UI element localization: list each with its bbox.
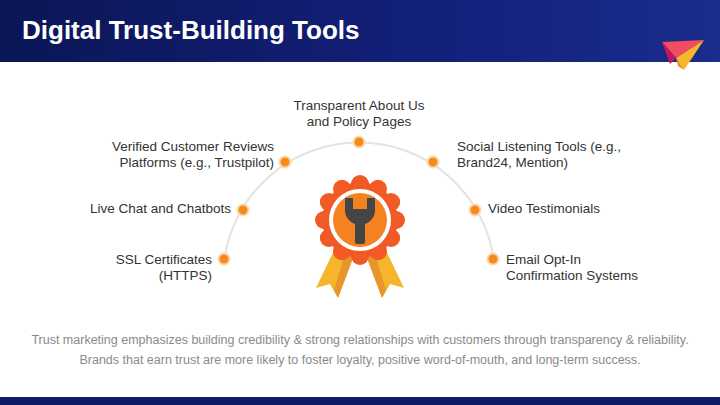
tool-label: Live Chat and Chatbots	[31, 201, 231, 217]
wrench-icon	[345, 198, 375, 244]
tool-label: SSL Certificates (HTTPS)	[72, 252, 212, 284]
caption-text: Trust marketing emphasizes building cred…	[15, 330, 705, 370]
tool-label: Email Opt-In Confirmation Systems	[506, 252, 656, 284]
tool-label: Social Listening Tools (e.g., Brand24, M…	[457, 139, 657, 171]
badge	[315, 175, 405, 265]
badge-core	[333, 193, 387, 247]
logo	[662, 40, 704, 70]
footer-bar	[0, 397, 720, 405]
badge-ring	[329, 189, 391, 251]
slide-title: Digital Trust-Building Tools	[22, 14, 360, 46]
tool-label: Video Testimonials	[488, 201, 688, 217]
tool-label: Transparent About Us and Policy Pages	[284, 98, 434, 130]
tool-label: Verified Customer Reviews Platforms (e.g…	[74, 139, 274, 171]
